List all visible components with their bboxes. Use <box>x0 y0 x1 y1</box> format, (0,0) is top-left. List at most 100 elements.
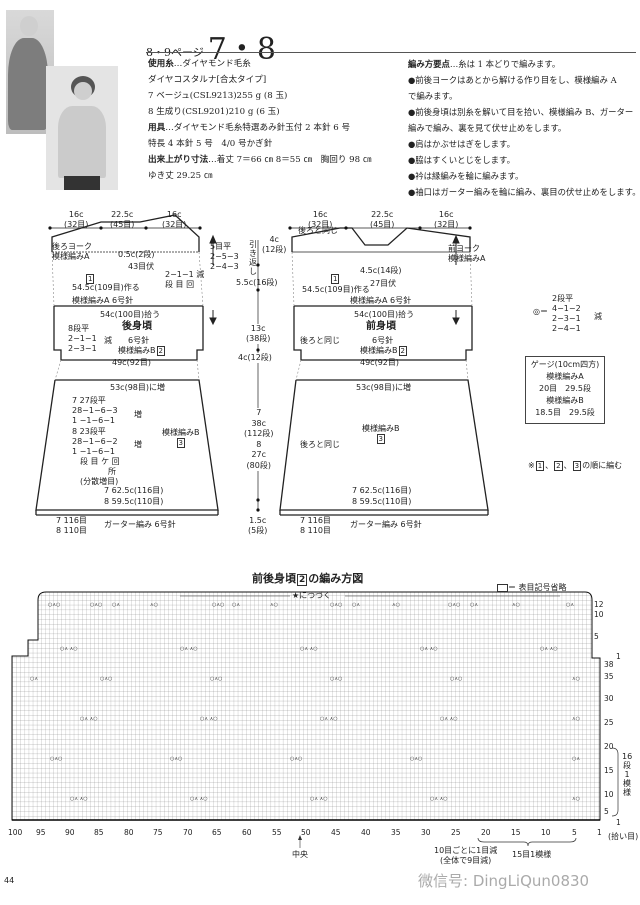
size-2: ゆき丈 29.25 ㎝ <box>148 171 213 181</box>
svg-text:○⋏ ⋏○: ○⋏ ⋏○ <box>540 646 558 652</box>
svg-text:○⋏○: ○⋏○ <box>410 756 422 762</box>
back-dim-shoulder-right: 16c(32目) <box>162 210 187 229</box>
point-item: 編みで編み、裏を見て伏せ止めをします。 <box>408 123 567 133</box>
back-yoke-number: 1 <box>86 274 95 284</box>
svg-text:○⋏ ⋏○: ○⋏ ⋏○ <box>190 796 208 802</box>
back-yoke-needle: 模様編みA 6号針 <box>72 296 134 305</box>
svg-text:○⋏○: ○⋏○ <box>330 676 342 682</box>
svg-text:○⋏○: ○⋏○ <box>170 756 182 762</box>
gauge-b-values: 18.5目 29.5段 <box>535 408 595 417</box>
vdim-armhole: 13c(38段) <box>246 324 271 344</box>
back-neck-dec: 2−1−1 減段 目 回 <box>165 270 205 289</box>
svg-text:○⋏: ○⋏ <box>112 602 120 608</box>
front-same-as-back-2: 後ろと同じ <box>300 336 340 345</box>
front-neck-depth: 4.5c(14段) <box>360 266 402 275</box>
short-row-note: 引き返し <box>249 240 257 276</box>
size7-yarn: 7 ベージュ(CSL9213)255 g (8 玉) <box>148 91 288 101</box>
back-neck-bind: 43目伏 <box>128 262 155 271</box>
back-body-title: 後身頃 <box>122 321 152 332</box>
gauge-title: ゲージ(10cm四方) <box>530 360 600 369</box>
back-garter: ガーター編み 6号針 <box>104 520 176 529</box>
svg-text:○⋏: ○⋏ <box>30 676 38 682</box>
svg-text:○⋏ ⋏○: ○⋏ ⋏○ <box>80 716 98 722</box>
svg-text:○⋏: ○⋏ <box>566 602 574 608</box>
pattern-number: 7・8 <box>207 32 276 67</box>
chart-continue: ★につづく <box>292 591 332 600</box>
svg-text:○⋏: ○⋏ <box>352 602 360 608</box>
front-hem-7: 7 62.5c(116目) <box>352 486 412 495</box>
svg-text:○⋏ ⋏○: ○⋏ ⋏○ <box>300 646 318 652</box>
chart-dec-note: 10目ごとに1目減(全体で9目減) <box>434 846 498 865</box>
front-yoke-title: 前ヨーク模様編みA <box>448 244 486 263</box>
vdim-yoke: 5.5c(16段) <box>236 278 278 287</box>
svg-text:○⋏ ⋏○: ○⋏ ⋏○ <box>420 646 438 652</box>
svg-text:⋏○: ⋏○ <box>572 676 580 682</box>
front-body-pick: 54c(100目)拾う <box>354 310 415 319</box>
chart-repeat-st: 15目1模様 <box>512 850 552 859</box>
front-dim-shoulder-right: 16c(32目) <box>434 210 459 229</box>
chart-repeat-rows: 16段1模様 <box>622 752 633 797</box>
points-intro: …糸は 1 本どりで編みます。 <box>449 59 561 69</box>
svg-text:○⋏ ⋏○: ○⋏ ⋏○ <box>440 716 458 722</box>
back-dim-neck: 22.5c(45目) <box>110 210 135 229</box>
point-item: ●衿は縁編みを輪に編みます。 <box>408 171 524 181</box>
svg-text:⋏○: ⋏○ <box>512 602 520 608</box>
gauge-a-label: 模様編みA <box>546 372 584 381</box>
svg-text:⋏○: ⋏○ <box>572 796 580 802</box>
point-item: で編みます。 <box>408 91 458 101</box>
chart-center: 中央 <box>292 850 308 859</box>
points-label: 編み方要点 <box>408 59 450 69</box>
svg-text:⋏○: ⋏○ <box>150 602 158 608</box>
svg-text:⋏○: ⋏○ <box>392 602 400 608</box>
inc-label-8: 増 <box>134 440 142 449</box>
svg-text:○⋏○: ○⋏○ <box>100 676 112 682</box>
gauge-b-label: 模様編みB <box>546 396 584 405</box>
tools-1: …ダイヤモンド毛糸特選あみ針玉付 2 本針 6 号 <box>165 123 351 133</box>
svg-text:○⋏: ○⋏ <box>572 756 580 762</box>
svg-text:○⋏○: ○⋏○ <box>50 756 62 762</box>
size-1: …着丈 7＝66 ㎝ 8＝55 ㎝ 胸回り 98 ㎝ <box>208 155 372 165</box>
front-dim-shoulder-left: 16c(32目) <box>308 210 333 229</box>
svg-text:○⋏○: ○⋏○ <box>448 602 460 608</box>
inc-label: 増 <box>134 410 142 419</box>
front-waist: 49c(92目) <box>360 358 399 367</box>
front-yoke-cast: 54.5c(109目)作る <box>302 285 370 294</box>
svg-text:○⋏ ⋏○: ○⋏ ⋏○ <box>430 796 448 802</box>
front-neck-bind: 27目伏 <box>370 279 397 288</box>
front-yoke-number: 1 <box>331 274 340 284</box>
back-yoke-title: 後ろヨーク模様編みA <box>52 242 92 261</box>
back-dim-shoulder-left: 16c(32目) <box>64 210 89 229</box>
watermark: 微信号: DingLiQun0830 <box>418 872 590 890</box>
svg-text:○⋏○: ○⋏○ <box>212 602 224 608</box>
inc-legend: 段 目 ケ 回所(分散増目) <box>80 457 120 486</box>
back-hem-8: 8 59.5c(110目) <box>104 497 164 506</box>
front-body-title: 前身頃 <box>366 321 396 332</box>
front-same-as-back-3: 後ろと同じ <box>300 440 340 449</box>
svg-text:○⋏○: ○⋏○ <box>90 602 102 608</box>
svg-text:○⋏○: ○⋏○ <box>330 602 342 608</box>
vdim-waist: 4c(12段) <box>238 353 272 363</box>
back-body-needle: 6号針 <box>128 336 150 345</box>
back-hip-inc: 53c(98目)に増 <box>110 383 165 392</box>
svg-text:⋏○: ⋏○ <box>572 716 580 722</box>
back-body-pick: 54c(100目)拾う <box>100 310 161 319</box>
vdim-hem: 1.5c(5段) <box>248 516 268 535</box>
back-yoke-cast: 54.5c(109目)作る <box>72 283 140 292</box>
chart-legend: ＝ 表目記号省略 <box>497 582 567 593</box>
front-hip-inc: 53c(98目)に増 <box>356 383 411 392</box>
page-number: 44 <box>4 876 15 885</box>
svg-text:○⋏ ⋏○: ○⋏ ⋏○ <box>320 716 338 722</box>
knitting-points: 編み方要点…糸は 1 本どりで編みます。 ●前後ヨークはあとから解ける作り目をし… <box>408 56 640 200</box>
point-item: ●脇はすくいとじをします。 <box>408 155 515 165</box>
neck-formula-symbol: ◎＝ <box>533 307 548 316</box>
front-yoke-needle: 模様編みA 6号針 <box>350 296 412 305</box>
